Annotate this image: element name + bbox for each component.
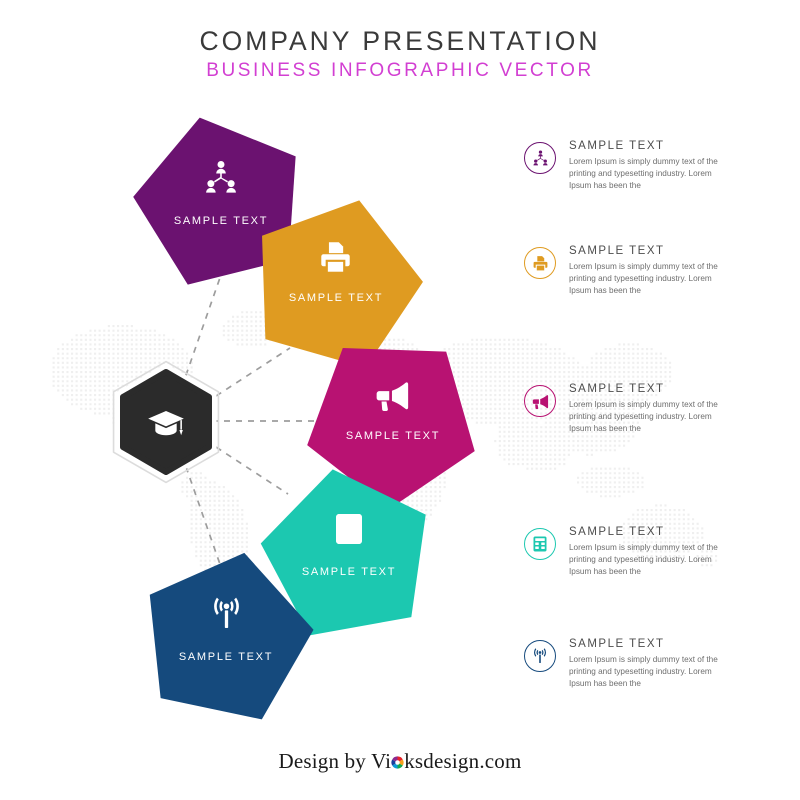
connector-lines [177, 271, 324, 571]
calculator-icon [336, 514, 362, 544]
legend-item-team[interactable]: SAMPLE TEXT Lorem Ipsum is simply dummy … [524, 140, 774, 192]
hub-outline [115, 364, 217, 480]
legend-badge [524, 142, 556, 174]
calculator-icon [532, 536, 548, 552]
hub-outline-edge [112, 360, 220, 484]
segment-label: SAMPLE TEXT [179, 651, 273, 663]
segment-label: SAMPLE TEXT [289, 292, 383, 304]
aperture-logo-icon [391, 756, 404, 769]
legend-text: SAMPLE TEXT Lorem Ipsum is simply dummy … [569, 638, 719, 690]
legend-item-printer[interactable]: SAMPLE TEXT Lorem Ipsum is simply dummy … [524, 245, 774, 297]
connector-line-5 [177, 443, 223, 571]
segment-shape [262, 200, 423, 368]
megaphone-icon [532, 393, 549, 410]
footer: Design by Vi ksdesign.com [0, 749, 800, 774]
legend-text: SAMPLE TEXT Lorem Ipsum is simply dummy … [569, 526, 719, 578]
legend-item-broadcast[interactable]: SAMPLE TEXT Lorem Ipsum is simply dummy … [524, 638, 774, 690]
legend-body: Lorem Ipsum is simply dummy text of the … [569, 262, 718, 295]
footer-brand-start: Vi [371, 749, 392, 773]
legend-title: SAMPLE TEXT [569, 383, 665, 395]
legend-title: SAMPLE TEXT [569, 140, 665, 152]
segment-team[interactable]: SAMPLE TEXT [118, 97, 319, 292]
page-subtitle: BUSINESS INFOGRAPHIC VECTOR [206, 60, 594, 82]
header: COMPANY PRESENTATION BUSINESS INFOGRAPHI… [0, 26, 800, 82]
segment-label: SAMPLE TEXT [174, 215, 268, 227]
segment-shape [133, 117, 296, 285]
legend-item-megaphone[interactable]: SAMPLE TEXT Lorem Ipsum is simply dummy … [524, 383, 774, 435]
legend-badge [524, 640, 556, 672]
footer-prefix: Design by [278, 749, 372, 773]
segment-broadcast[interactable]: SAMPLE TEXT [146, 547, 322, 730]
legend-text: SAMPLE TEXT Lorem Ipsum is simply dummy … [569, 383, 719, 435]
legend-body: Lorem Ipsum is simply dummy text of the … [569, 400, 718, 433]
page-title: COMPANY PRESENTATION [199, 26, 601, 56]
segment-label: SAMPLE TEXT [346, 430, 440, 442]
printer-icon [532, 255, 549, 272]
footer-brand-end: ksdesign.com [404, 749, 522, 773]
legend-body: Lorem Ipsum is simply dummy text of the … [569, 543, 718, 576]
legend-text: SAMPLE TEXT Lorem Ipsum is simply dummy … [569, 140, 719, 192]
legend-body: Lorem Ipsum is simply dummy text of the … [569, 157, 718, 190]
legend-text: SAMPLE TEXT Lorem Ipsum is simply dummy … [569, 245, 719, 297]
segment-label: SAMPLE TEXT [302, 566, 396, 578]
segment-calculator[interactable]: SAMPLE TEXT [246, 441, 465, 664]
legend-body: Lorem Ipsum is simply dummy text of the … [569, 655, 718, 688]
segment-shape [260, 469, 426, 636]
broadcast-signal-icon [532, 648, 548, 664]
segment-shape [307, 348, 475, 510]
segment-megaphone[interactable]: SAMPLE TEXT [282, 300, 512, 529]
legend-badge [524, 385, 556, 417]
legend-badge [524, 528, 556, 560]
legend-badge [524, 247, 556, 279]
segment-shape [149, 552, 314, 720]
segment-printer[interactable]: SAMPLE TEXT [235, 177, 440, 376]
legend-item-calculator[interactable]: SAMPLE TEXT Lorem Ipsum is simply dummy … [524, 526, 774, 578]
legend-title: SAMPLE TEXT [569, 638, 665, 650]
team-network-icon [532, 150, 549, 167]
hub-hexagon[interactable] [112, 360, 220, 484]
connector-line-1 [177, 271, 223, 399]
legend-title: SAMPLE TEXT [569, 526, 665, 538]
legend-title: SAMPLE TEXT [569, 245, 665, 257]
